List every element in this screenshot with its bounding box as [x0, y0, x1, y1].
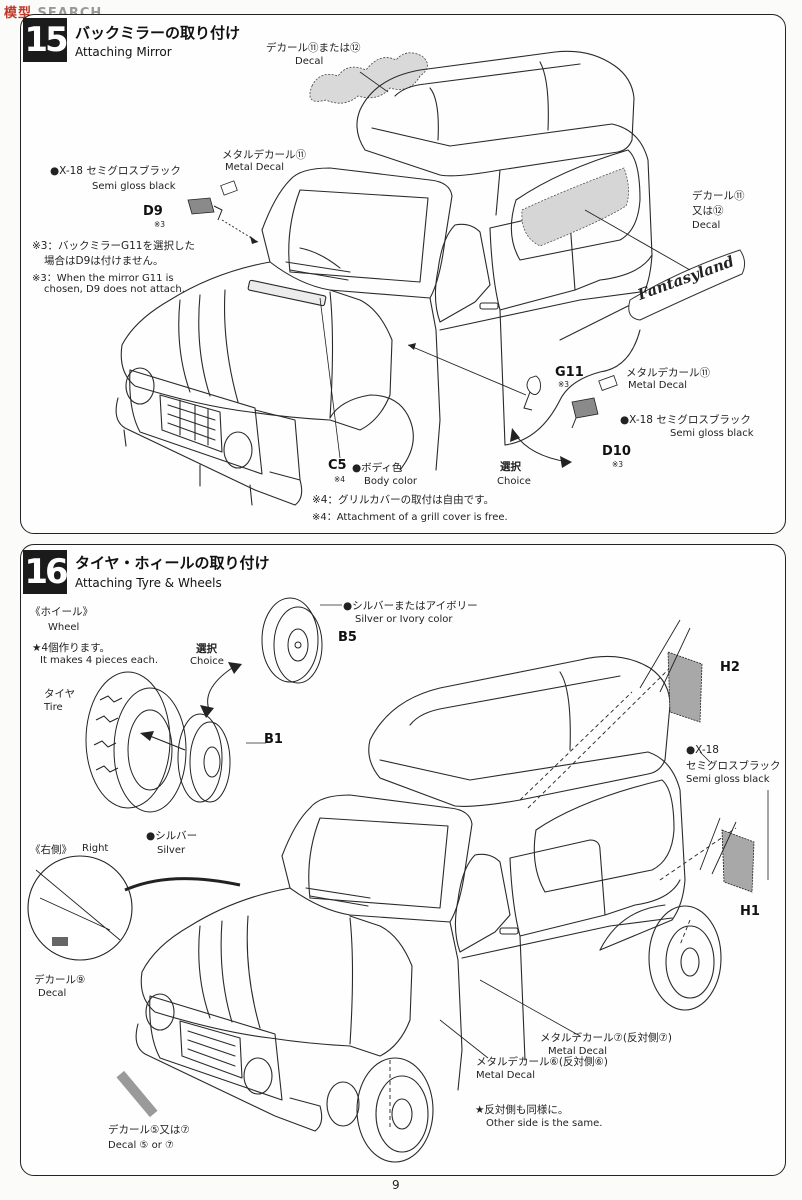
x18-16-jp-2: セミグロスブラック — [686, 760, 781, 772]
g11-d10-parts — [407, 343, 618, 468]
part-c5-note: ※4 — [334, 475, 346, 484]
detail-inset — [27, 855, 241, 961]
note3-jp-2: 場合はD9は付けません。 — [44, 255, 164, 267]
h1-mudflap — [721, 829, 755, 893]
side-decal-shape — [521, 167, 629, 247]
metal6-jp: メタルデカール⑥(反対側⑥) — [476, 1056, 609, 1068]
choice-15-en: Choice — [497, 476, 531, 487]
decal9-jp: デカール⑨ — [34, 974, 86, 986]
part-b5: B5 — [338, 630, 357, 645]
decal-5-or-7-strip — [116, 1070, 158, 1118]
silver-en: Silver — [157, 845, 186, 856]
step-15-title-en: Attaching Mirror — [75, 45, 172, 59]
part-d10: D10 — [602, 444, 631, 459]
tyre-en: Tire — [44, 702, 63, 713]
x18-16-jp-1: ●X-18 — [686, 744, 719, 756]
metal6-en: Metal Decal — [476, 1070, 536, 1081]
part-d10-note: ※3 — [612, 460, 624, 469]
decal57-jp: デカール⑤又は⑦ — [108, 1124, 190, 1136]
decal-side-en: Decal — [692, 220, 721, 231]
silver-ivory-en: Silver or Ivory color — [355, 614, 453, 625]
metal-decal2-en: Metal Decal — [628, 380, 688, 391]
part-d9-note: ※3 — [154, 220, 166, 229]
x18-16-en: Semi gloss black — [686, 774, 770, 785]
step-16-number: 16 — [23, 550, 69, 594]
page-number: 9 — [392, 1178, 400, 1192]
note4-jp: ※4：グリルカバーの取付は自由です。 — [312, 494, 495, 506]
note3-en-2: chosen, D9 does not attach. — [44, 284, 185, 295]
decal9-en: Decal — [38, 988, 67, 999]
right-side-en: Right — [82, 843, 109, 854]
silver-ivory-jp: ●シルバーまたはアイボリー — [343, 600, 478, 612]
decal-side-jp-1: デカール⑪ — [692, 190, 745, 202]
part-g11: G11 — [555, 365, 584, 380]
d9-mirror-part — [187, 180, 259, 244]
x18-paint-en: Semi gloss black — [92, 181, 176, 192]
make4-en: It makes 4 pieces each. — [40, 655, 159, 666]
decal-roof-jp: デカール⑪または⑫ — [266, 42, 361, 54]
part-c5: C5 — [328, 458, 347, 473]
make4-jp: ★4個作ります。 — [32, 642, 111, 654]
body-color-en: Body color — [364, 476, 418, 487]
decal-side-jp-2: 又は⑫ — [692, 205, 724, 217]
part-d9: D9 — [143, 204, 163, 219]
metal-decal2-jp: メタルデカール⑪ — [626, 367, 710, 379]
wheel-heading-en: Wheel — [48, 622, 80, 633]
metal-decal-en: Metal Decal — [225, 162, 285, 173]
metal-decal-jp: メタルデカール⑪ — [222, 149, 306, 161]
wheel-heading-jp: 《ホイール》 — [30, 606, 93, 618]
silver-jp: ●シルバー — [146, 830, 198, 842]
b1-wheel — [177, 713, 231, 803]
decal57-en: Decal ⑤ or ⑦ — [108, 1140, 174, 1151]
x18-paint-jp: ●X-18 セミグロスブラック — [50, 165, 181, 177]
other-side-jp: ★反対側も同様に。 — [475, 1104, 569, 1116]
body-color-jp: ●ボディ色 — [352, 462, 403, 474]
note4-en: ※4：Attachment of a grill cover is free. — [312, 512, 508, 523]
h2-mudflap — [667, 651, 703, 723]
other-side-en: Other side is the same. — [486, 1118, 603, 1129]
x18b-paint-en: Semi gloss black — [670, 428, 754, 439]
metal7-jp: メタルデカール⑦(反対側⑦) — [540, 1032, 673, 1044]
step-15-number: 15 — [23, 18, 69, 62]
step-15-panel — [20, 14, 786, 534]
step-16-panel — [20, 544, 786, 1176]
step-16-title-en: Attaching Tyre & Wheels — [75, 576, 222, 590]
part-h1: H1 — [740, 904, 760, 919]
part-g11-note: ※3 — [558, 380, 570, 389]
tyre-jp: タイヤ — [44, 688, 76, 700]
part-h2: H2 — [720, 660, 740, 675]
part-b1: B1 — [264, 732, 283, 747]
choice-16-jp: 選択 — [196, 643, 217, 655]
metal7-en: Metal Decal — [548, 1046, 608, 1057]
note3-jp-1: ※3：バックミラーG11を選択した — [32, 240, 195, 252]
step-16-title-jp: タイヤ・ホィールの取り付け — [75, 554, 270, 572]
right-side-jp: 《右側》 — [30, 844, 72, 856]
step-15-title-jp: バックミラーの取り付け — [75, 24, 241, 42]
b5-wheel — [261, 597, 323, 684]
x18b-paint-jp: ●X-18 セミグロスブラック — [620, 414, 751, 426]
decal-roof-en: Decal — [295, 56, 324, 67]
choice-16-en: Choice — [190, 656, 224, 667]
tire — [85, 671, 187, 813]
choice-15-jp: 選択 — [500, 461, 521, 473]
note3-en-1: ※3：When the mirror G11 is — [32, 273, 174, 284]
fantasyland-decal — [628, 249, 746, 321]
